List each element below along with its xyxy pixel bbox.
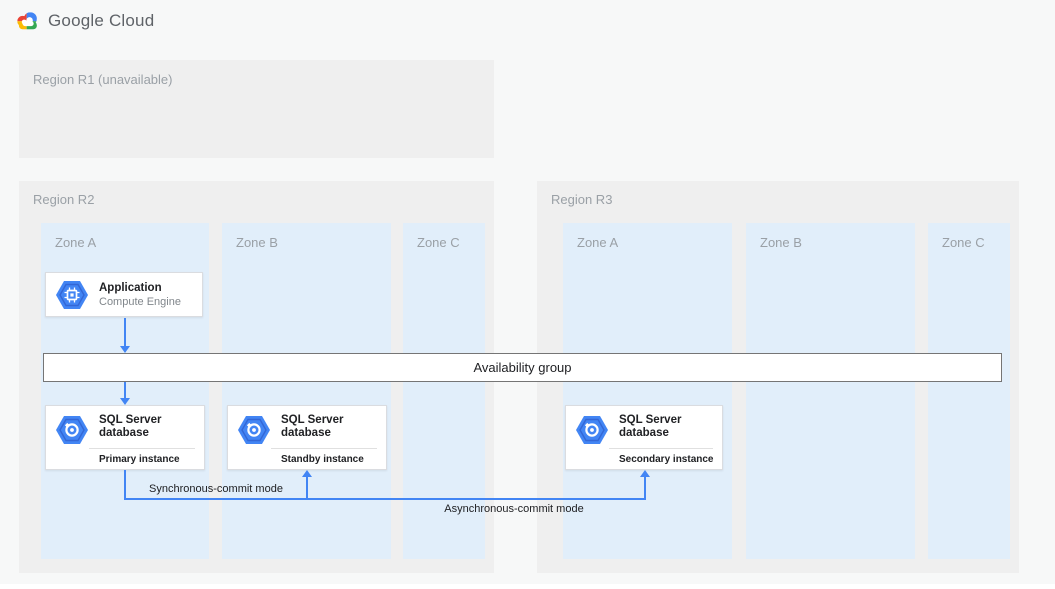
sql-server-icon: [56, 416, 88, 444]
arrowhead-into-secondary: [640, 470, 650, 477]
arrowhead-into-ag: [120, 346, 130, 353]
divider: [271, 448, 377, 449]
google-cloud-cloud-icon: [17, 12, 37, 30]
sql-primary-node: SQL Server database Primary instance: [45, 405, 205, 470]
arrowhead-into-standby: [302, 470, 312, 477]
zone-label: Zone C: [417, 235, 460, 250]
region-r3-zone-a: Zone A: [563, 223, 732, 559]
sql-primary-texts: SQL Server database: [99, 406, 198, 469]
sync-commit-label: Synchronous-commit mode: [149, 483, 283, 495]
sql-title: SQL Server database: [281, 414, 344, 439]
region-r3-zone-b: Zone B: [746, 223, 915, 559]
edge-primary-down: [124, 470, 126, 500]
application-subtitle: Compute Engine: [99, 296, 181, 308]
async-commit-label: Asynchronous-commit mode: [444, 503, 584, 515]
zone-label: Zone B: [236, 235, 278, 250]
sql-secondary-instance: Secondary instance: [619, 454, 714, 465]
sql-server-icon: [238, 416, 270, 444]
sql-secondary-texts: SQL Server database: [619, 406, 716, 469]
application-node-texts: Application Compute Engine: [99, 273, 196, 316]
sql-standby-texts: SQL Server database: [281, 406, 380, 469]
zone-label: Zone B: [760, 235, 802, 250]
edge-up-standby: [306, 476, 308, 500]
availability-group-label: Availability group: [473, 360, 572, 375]
application-title: Application: [99, 282, 162, 294]
arrowhead-into-primary: [120, 398, 130, 405]
region-r3-zone-c: Zone C: [928, 223, 1010, 559]
logo-text: Google Cloud: [48, 11, 155, 30]
divider: [609, 448, 713, 449]
sql-title: SQL Server database: [619, 414, 682, 439]
application-node: Application Compute Engine: [45, 272, 203, 317]
edge-app-to-ag: [124, 318, 126, 347]
google-cloud-logo: Google Cloud: [14, 10, 154, 32]
zone-label: Zone A: [577, 235, 619, 250]
edge-up-secondary: [644, 476, 646, 500]
sql-secondary-node: SQL Server database Secondary instance: [565, 405, 723, 470]
availability-group-bar: Availability group: [43, 353, 1002, 382]
sql-server-icon: [576, 416, 608, 444]
sql-title: SQL Server database: [99, 414, 162, 439]
sql-primary-instance: Primary instance: [99, 454, 180, 465]
region-r3-label: Region R3: [551, 192, 613, 207]
edge-ag-to-primary: [124, 382, 126, 399]
region-r2-label: Region R2: [33, 192, 95, 207]
region-r2-zone-c: Zone C: [403, 223, 485, 559]
region-r2-zone-b: Zone B: [222, 223, 391, 559]
sql-standby-instance: Standby instance: [281, 454, 364, 465]
compute-engine-icon: [56, 280, 88, 309]
region-r1-label: Region R1 (unavailable): [33, 72, 173, 87]
region-r1: Region R1 (unavailable): [19, 60, 494, 158]
zone-label: Zone C: [942, 235, 985, 250]
zone-label: Zone A: [55, 235, 97, 250]
edge-horizontal: [124, 498, 646, 500]
divider: [89, 448, 195, 449]
sql-standby-node: SQL Server database Standby instance: [227, 405, 387, 470]
